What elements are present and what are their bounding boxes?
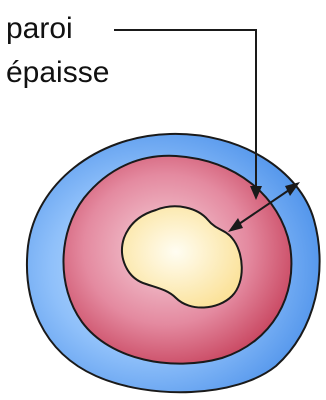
wall-label-line-2: épaisse [6, 56, 109, 90]
wall-label-line-1: paroi [6, 12, 73, 46]
